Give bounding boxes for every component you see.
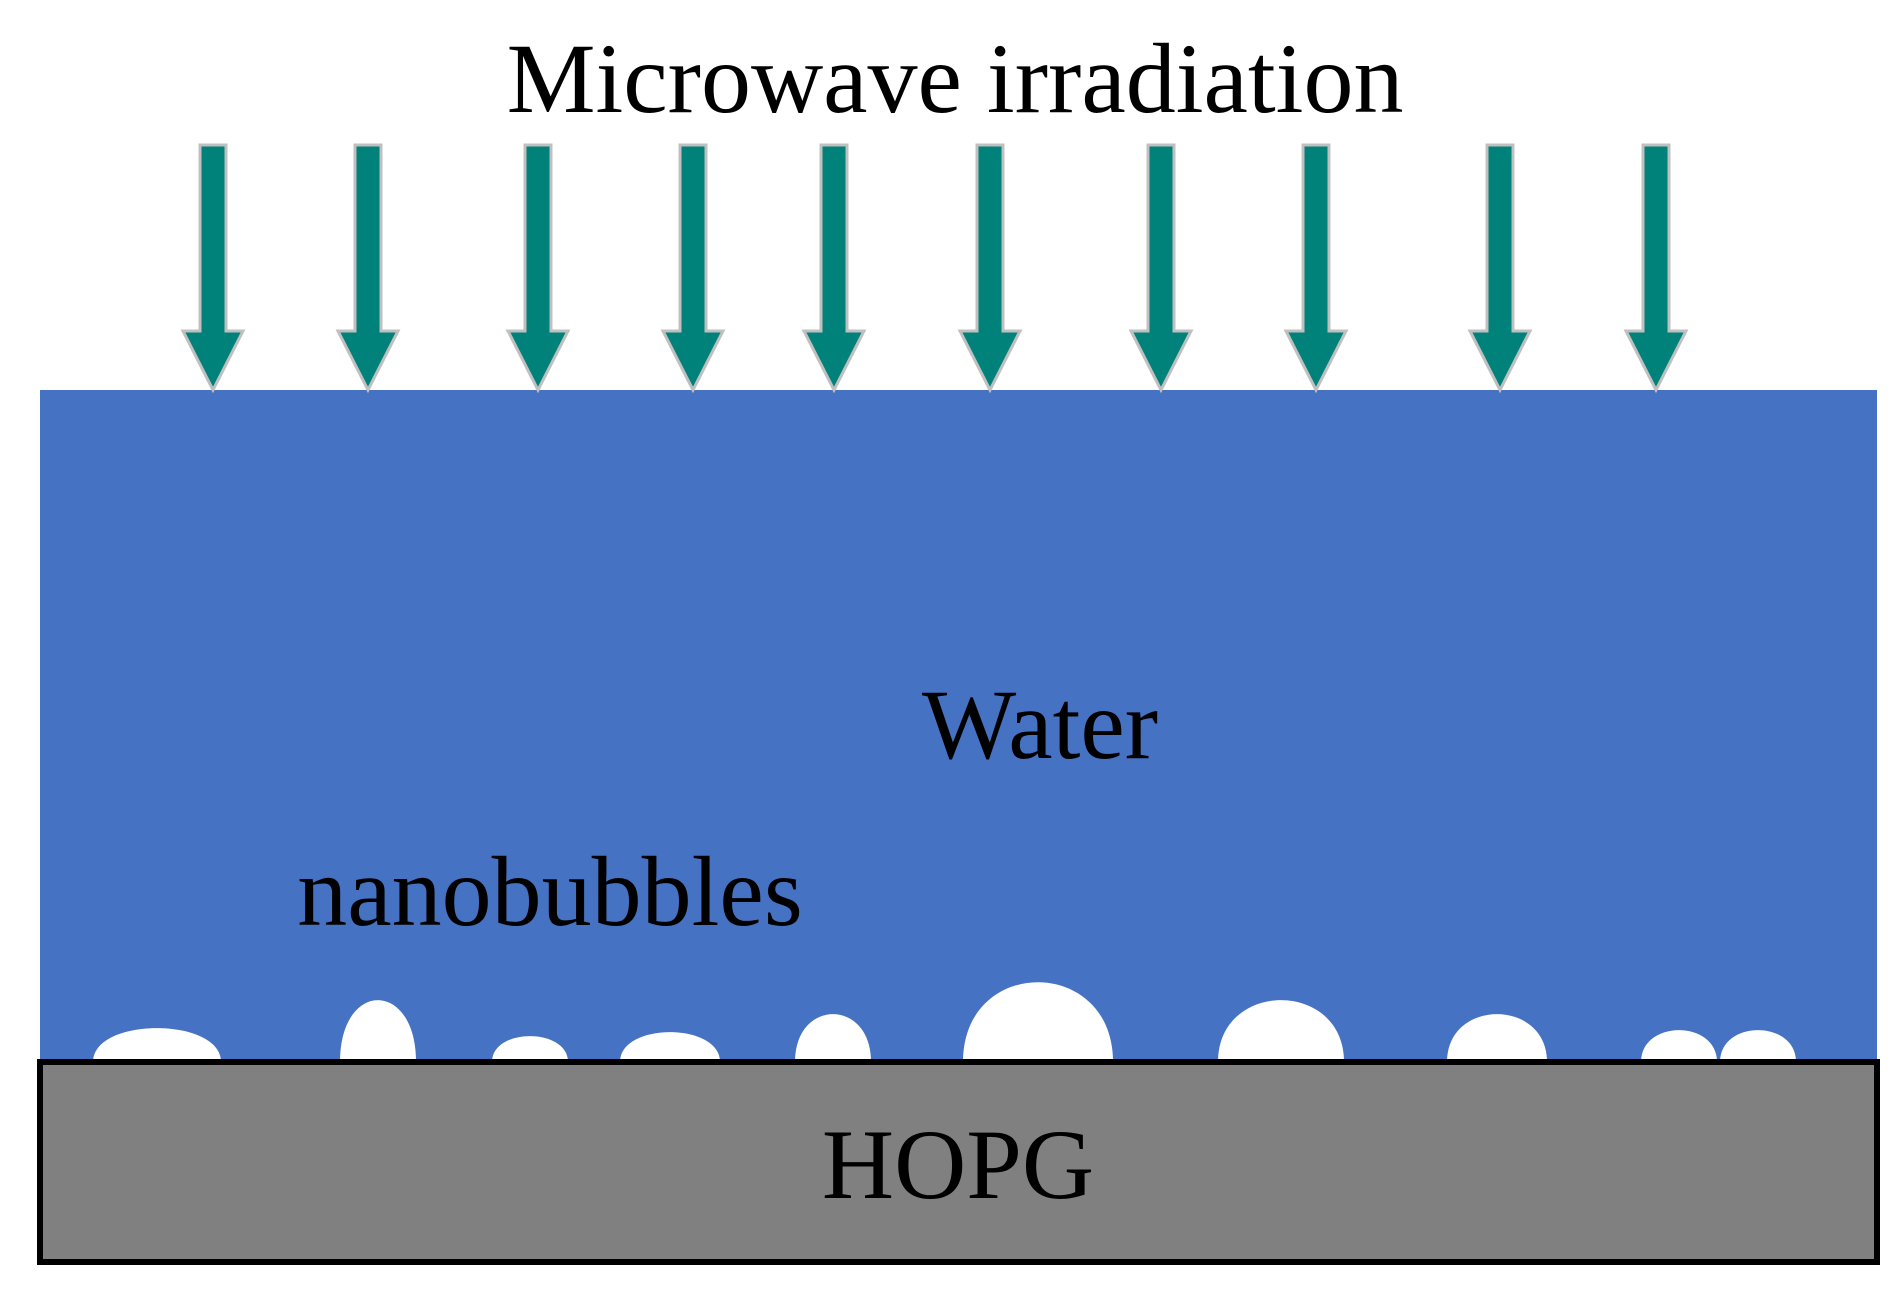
microwave-arrow [505,143,571,394]
microwave-arrow [957,143,1023,394]
microwave-arrow [660,143,726,394]
microwave-arrow [1623,143,1689,394]
microwave-arrow [1283,143,1349,394]
water-label: Water [922,669,1158,780]
nanobubble [963,982,1113,1062]
nanobubble [1720,1030,1796,1062]
nanobubbles-group [93,982,1796,1062]
microwave-arrows [180,143,1689,394]
nanobubble [1641,1030,1717,1062]
microwave-arrow [801,143,867,394]
water-layer [40,390,1877,1062]
microwave-arrow [335,143,401,394]
microwave-arrow [1128,143,1194,394]
nanobubble [492,1036,568,1062]
nanobubble [620,1032,720,1062]
nanobubbles-label: nanobubbles [297,836,802,947]
nanobubble [795,1014,871,1062]
microwave-arrow [1467,143,1533,394]
nanobubble [1447,1014,1547,1062]
nanobubble [340,1000,416,1062]
nanobubble [1218,1000,1344,1062]
hopg-label: HOPG [822,1109,1094,1220]
diagram-title: Microwave irradiation [507,23,1404,134]
hopg-substrate [37,1059,1880,1265]
nanobubble [93,1028,221,1062]
microwave-arrow [180,143,246,394]
